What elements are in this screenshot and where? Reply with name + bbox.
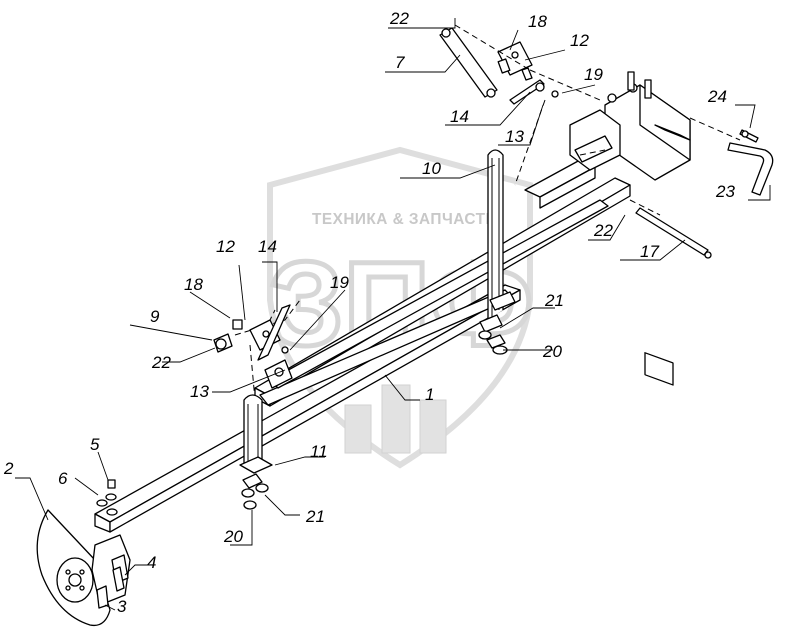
callout-2: 2 bbox=[3, 459, 14, 478]
callout-24: 24 bbox=[707, 87, 727, 106]
plate-upper bbox=[497, 41, 533, 81]
callout-18-top: 18 bbox=[528, 12, 547, 31]
callout-13-top: 13 bbox=[505, 127, 524, 146]
callout-11: 11 bbox=[310, 442, 328, 461]
rod-17 bbox=[635, 207, 712, 259]
callout-21-front: 21 bbox=[305, 507, 325, 526]
leader-lines bbox=[15, 18, 771, 611]
callout-20-rear: 20 bbox=[542, 342, 562, 361]
callout-23: 23 bbox=[715, 182, 735, 201]
front-hanger bbox=[213, 304, 293, 389]
callout-22-right: 22 bbox=[593, 221, 613, 240]
callout-18-left: 18 bbox=[184, 275, 203, 294]
pin-24 bbox=[739, 129, 759, 143]
callout-9: 9 bbox=[150, 307, 160, 326]
callout-14-top: 14 bbox=[450, 107, 469, 126]
callout-10: 10 bbox=[422, 159, 441, 178]
callout-6: 6 bbox=[58, 469, 68, 488]
pin-23 bbox=[727, 142, 774, 196]
hitch-bracket bbox=[569, 71, 691, 386]
callout-4: 4 bbox=[147, 553, 156, 572]
disc-assembly bbox=[36, 479, 131, 627]
callout-3: 3 bbox=[117, 597, 127, 616]
spring-upper bbox=[509, 79, 559, 105]
callout-19-top: 19 bbox=[584, 65, 603, 84]
callout-13-left: 13 bbox=[190, 382, 209, 401]
callout-labels: 22 18 12 7 19 14 13 24 10 23 22 17 12 14… bbox=[3, 9, 735, 616]
main-frame bbox=[94, 159, 631, 533]
callout-19-left: 19 bbox=[330, 273, 349, 292]
callout-1: 1 bbox=[425, 385, 434, 404]
u-bolt-front bbox=[239, 394, 273, 510]
watermark-text: ТЕХНИКА & ЗАПЧАСТИ bbox=[312, 211, 497, 228]
callout-12-top: 12 bbox=[570, 31, 589, 50]
callout-21-rear: 21 bbox=[544, 291, 564, 310]
callout-5: 5 bbox=[90, 435, 100, 454]
callout-22-left: 22 bbox=[151, 353, 171, 372]
callout-7: 7 bbox=[395, 53, 405, 72]
callout-17: 17 bbox=[640, 242, 659, 261]
callout-14-left: 14 bbox=[258, 237, 277, 256]
callout-22-top: 22 bbox=[389, 9, 409, 28]
arm-upper bbox=[439, 27, 498, 98]
u-bolt-rear bbox=[478, 149, 516, 355]
callout-20-front: 20 bbox=[223, 527, 243, 546]
callout-12-left: 12 bbox=[216, 237, 235, 256]
